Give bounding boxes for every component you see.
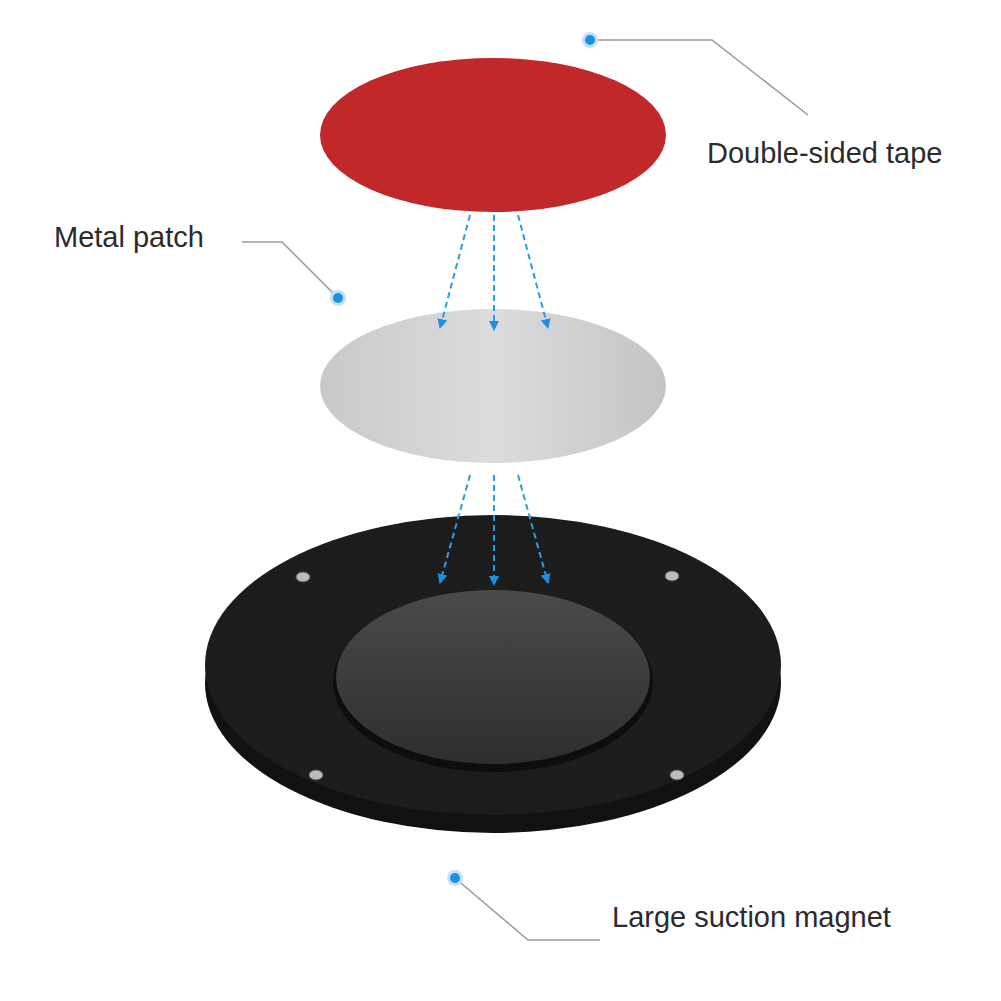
- part-name: Double-sided tape: [705, 138, 944, 170]
- metal-patch: [320, 309, 666, 463]
- leader-lines: [242, 40, 808, 940]
- part-name: Large suction magnet: [610, 902, 893, 934]
- suction-magnet: [205, 515, 781, 833]
- leader-dots: [330, 32, 598, 886]
- assembly-arrows: [440, 215, 548, 585]
- part-name: Metal patch: [52, 222, 206, 254]
- double-sided-tape: [320, 58, 666, 212]
